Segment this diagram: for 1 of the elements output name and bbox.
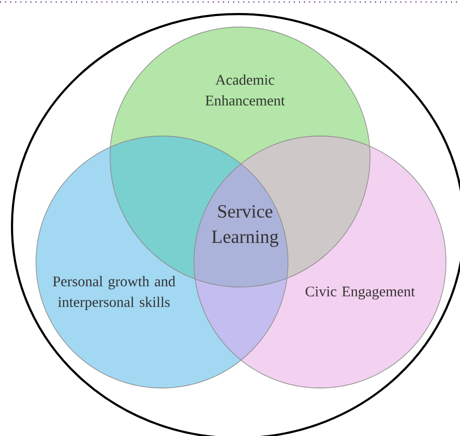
center-label: Service Learning [212,205,278,247]
